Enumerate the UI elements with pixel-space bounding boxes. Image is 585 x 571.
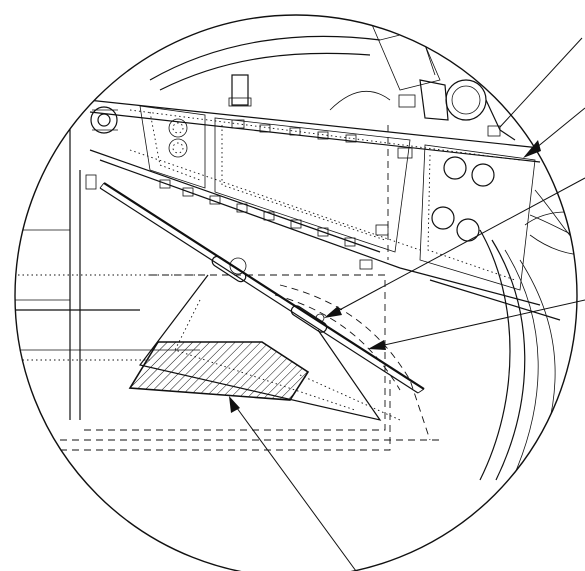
main-beam <box>87 99 577 321</box>
callout-leaders <box>229 37 585 571</box>
detail-content <box>15 15 577 481</box>
leader-line-1 <box>499 37 583 128</box>
leader-line-4 <box>379 299 585 347</box>
leader-line-5 <box>233 403 357 571</box>
top-fitting-bracket <box>228 74 516 141</box>
rod-end-fitting <box>85 106 118 190</box>
leader-arrowhead-4 <box>368 340 386 350</box>
fasteners-lower <box>159 179 389 270</box>
leader-arrowhead-3 <box>324 306 342 318</box>
dashed-outlines <box>60 274 440 451</box>
leader-line-3 <box>331 177 585 315</box>
hatched-component <box>128 341 310 401</box>
leader-arrowhead-5 <box>229 396 240 413</box>
detail-circle <box>14 14 578 571</box>
beam-holes <box>168 118 495 242</box>
leader-line-2 <box>535 107 585 149</box>
seal-strip <box>99 182 425 394</box>
upper-structure <box>149 15 441 111</box>
seal-clips <box>211 255 328 333</box>
fasteners-upper <box>231 119 413 159</box>
leader-arrowhead-2 <box>523 140 541 158</box>
